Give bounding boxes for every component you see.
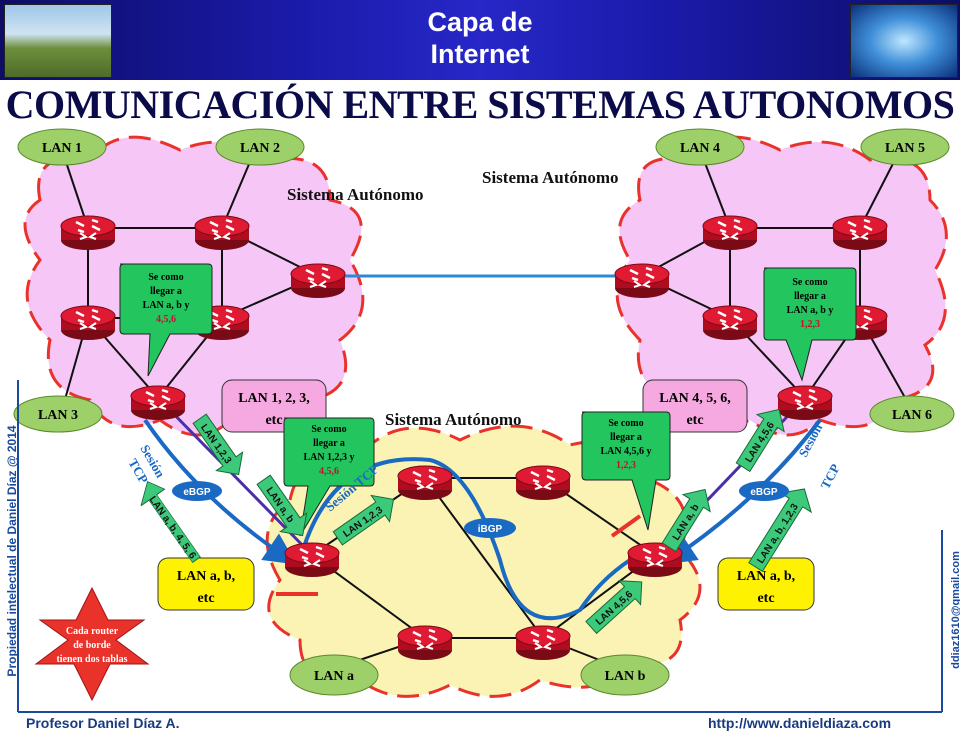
as-label-left: Sistema Autónomo (287, 185, 423, 204)
header-title-line2: Internet (430, 39, 530, 69)
header-photo (4, 4, 112, 78)
arrow-2-label: LAN a, b, 4, 5, 6 (147, 494, 199, 561)
callout-mid-right-l4: 1,2,3 (616, 460, 636, 471)
table-left-line1: LAN 1, 2, 3, (238, 391, 310, 406)
callout-left-l3: LAN a, b y (143, 300, 190, 311)
callout-right: Se como llegar a LAN a, b y 1,2,3 (763, 267, 857, 382)
ebgp-left-label: eBGP (183, 487, 211, 498)
callout-right-l2: llegar a (794, 291, 826, 302)
as-label-bottom: Sistema Autónomo (385, 410, 521, 429)
router-b-left-border (283, 541, 341, 579)
lan-cloud-a: LAN a (289, 654, 379, 696)
callout-left-l4: 4,5,6 (156, 314, 176, 325)
lan-6-label: LAN 6 (892, 408, 932, 423)
router-b3 (396, 624, 454, 662)
header-logo (850, 4, 958, 78)
as-cloud-bottom (265, 424, 702, 698)
lan-cloud-2: LAN 2 (215, 128, 305, 166)
callout-left-l1: Se como (148, 272, 183, 283)
router-r2 (831, 214, 889, 252)
callout-mid-left-l4: 4,5,6 (319, 466, 339, 477)
lan-a-label: LAN a (314, 669, 354, 684)
lan-cloud-1: LAN 1 (17, 128, 107, 166)
as-label-right: Sistema Autónomo (482, 168, 618, 187)
table-bl-line1: LAN a, b, (177, 569, 235, 584)
lan-4-label: LAN 4 (680, 141, 720, 156)
router-r3 (613, 262, 671, 300)
router-b2 (514, 464, 572, 502)
table-br-line2: etc (757, 591, 774, 606)
note-star: Cada router de borde tienen dos tablas (34, 586, 150, 702)
callout-left: Se como llegar a LAN a, b y 4,5,6 (119, 263, 213, 377)
table-bl-line2: etc (197, 591, 214, 606)
lan-1-label: LAN 1 (42, 141, 82, 156)
table-left-line2: etc (265, 413, 282, 428)
callout-mid-left-l2: llegar a (313, 438, 345, 449)
note-star-l2: de borde (73, 640, 111, 651)
callout-mid-left-l3: LAN 1,2,3 y (303, 452, 354, 463)
callout-right-l3: LAN a, b y (787, 305, 834, 316)
tcp-right-word: TCP (817, 461, 842, 491)
side-left-credit: Propiedad intelectual de Daniel Díaz @ 2… (5, 425, 19, 677)
callout-mid-left: Se como llegar a LAN 1,2,3 y 4,5,6 (283, 417, 375, 537)
callout-left-l2: llegar a (150, 286, 182, 297)
callout-right-l4: 1,2,3 (800, 319, 820, 330)
ebgp-badge-right: eBGP (739, 481, 789, 501)
ibgp-label: iBGP (478, 524, 503, 535)
footer-author: Profesor Daniel Díaz A. (26, 715, 180, 731)
callout-mid-right-l2: llegar a (610, 432, 642, 443)
ibgp-badge: iBGP (464, 518, 516, 538)
router-r4 (701, 304, 759, 342)
lan-b-label: LAN b (605, 669, 646, 684)
table-right-line2: etc (686, 413, 703, 428)
arrow-7-label: LAN a, b, 1,2,3 (755, 502, 801, 566)
router-l-border (129, 384, 187, 422)
callout-mid-right: Se como llegar a LAN 4,5,6 y 1,2,3 (581, 411, 671, 531)
router-r1 (701, 214, 759, 252)
callout-mid-left-l1: Se como (311, 424, 346, 435)
header-bar: Capa de Internet (0, 0, 960, 80)
ebgp-right-label: eBGP (750, 487, 778, 498)
callout-right-l1: Se como (792, 277, 827, 288)
lan-5-label: LAN 5 (885, 141, 925, 156)
router-l4 (59, 304, 117, 342)
callout-mid-right-l1: Se como (608, 418, 643, 429)
lan-cloud-4: LAN 4 (655, 128, 745, 166)
lan-cloud-6: LAN 6 (869, 395, 955, 433)
lan-3-label: LAN 3 (38, 408, 78, 423)
note-star-l3: tienen dos tablas (56, 654, 127, 665)
lan-cloud-b: LAN b (580, 654, 670, 696)
side-right-email: ddiaz1610@gmail.com (950, 551, 960, 669)
router-b4 (514, 624, 572, 662)
router-l2 (193, 214, 251, 252)
router-b1 (396, 464, 454, 502)
table-bottom-left: LAN a, b, etc (157, 557, 255, 611)
header-title-line1: Capa de (427, 7, 533, 37)
table-right-line1: LAN 4, 5, 6, (659, 391, 731, 406)
table-bottom-right: LAN a, b, etc (717, 557, 815, 611)
lan-2-label: LAN 2 (240, 141, 280, 156)
header-title: Capa de Internet (380, 6, 580, 70)
ebgp-badge-left: eBGP (172, 481, 222, 501)
page-title: COMUNICACIÓN ENTRE SISTEMAS AUTONOMOS (5, 82, 955, 127)
lan-cloud-3: LAN 3 (13, 395, 103, 433)
router-l1 (59, 214, 117, 252)
router-r-border (776, 384, 834, 422)
note-star-l1: Cada router (66, 626, 119, 637)
router-l3 (289, 262, 347, 300)
table-br-line1: LAN a, b, (737, 569, 795, 584)
callout-mid-right-l3: LAN 4,5,6 y (600, 446, 651, 457)
lan-cloud-5: LAN 5 (860, 128, 950, 166)
footer-url[interactable]: http://www.danieldiaza.com (708, 715, 892, 731)
